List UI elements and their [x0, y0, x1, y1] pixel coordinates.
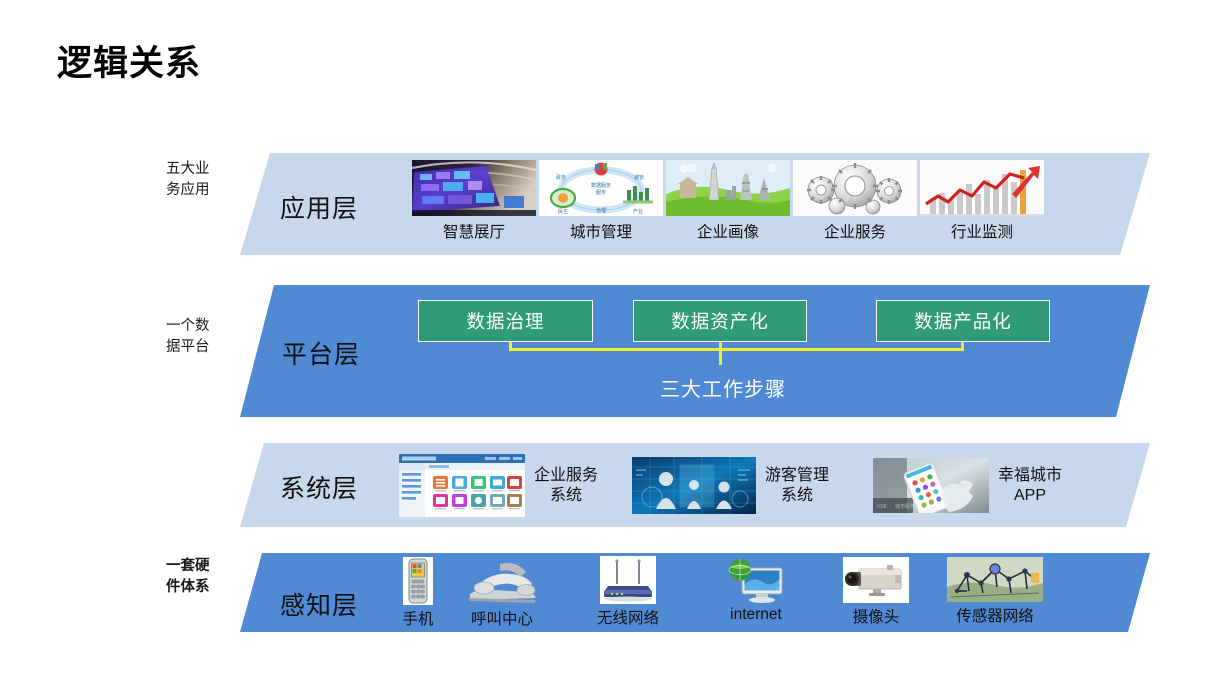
system-item-label: 企业服务 系统: [534, 466, 599, 504]
enterprise-service-dashboard-screenshot: [399, 454, 525, 517]
system-item-happy-city-app[interactable]: IOIE 城市服务 幸福城市 APP: [873, 458, 1062, 513]
mobile-phone-icon: [403, 557, 433, 605]
app-caption: 城市管理: [569, 224, 632, 241]
security-camera-icon: [843, 557, 909, 603]
svg-text:数据服务: 数据服务: [591, 182, 611, 189]
app-item-smart-exhibition-hall[interactable]: 智慧展厅: [412, 160, 536, 242]
system-item-label: 游客管理 系统: [765, 466, 830, 504]
perception-item-internet[interactable]: internet: [710, 556, 802, 624]
system-item-tourist-management[interactable]: 游客管理 系统: [632, 457, 829, 514]
perception-item-mobile-phone[interactable]: 手机: [383, 557, 453, 629]
app-caption: 行业监测: [950, 224, 1013, 241]
internet-globe-monitor-icon: [726, 556, 786, 604]
smart-exhibition-hall-photo: [412, 160, 536, 216]
call-center-headset-icon: [464, 558, 540, 605]
platform-box-label: 数据治理: [466, 311, 545, 332]
connector-stub-left: [509, 342, 512, 350]
connector-stub-right: [961, 342, 964, 350]
side-caption-platform: 一个数 据平台: [166, 318, 210, 356]
perception-item-sensor-network[interactable]: 传感器网络: [940, 557, 1050, 626]
perception-item-label: 手机: [402, 611, 434, 628]
enterprise-profile-illustration: [666, 160, 790, 216]
app-item-enterprise-profile[interactable]: 企业画像: [666, 160, 790, 242]
connector-stub-center: [719, 342, 722, 350]
side-caption-perception: 一套硬 件体系: [166, 558, 210, 596]
perception-item-label: internet: [730, 606, 782, 623]
perception-item-label: 呼叫中心: [470, 611, 533, 628]
app-caption: 企业服务: [823, 224, 886, 241]
svg-text:IOIE: IOIE: [877, 504, 888, 510]
wireless-router-icon: [600, 556, 656, 604]
layer-name-system: 系统层: [280, 475, 359, 503]
city-management-diagram: 数据服务 服务 民生 产业 政务 城管 治理: [539, 160, 663, 216]
app-item-industry-monitoring[interactable]: 行业监测: [920, 160, 1044, 242]
svg-text:产业: 产业: [633, 208, 643, 215]
platform-box-label: 数据产品化: [914, 311, 1012, 332]
platform-box-data-governance[interactable]: 数据治理: [418, 300, 593, 342]
perception-item-wireless-network[interactable]: 无线网络: [582, 556, 674, 628]
svg-text:政务: 政务: [556, 174, 566, 181]
layer-name-perception: 感知层: [280, 592, 359, 620]
connector-center-stem: [719, 348, 722, 365]
system-item-enterprise-service[interactable]: 企业服务 系统: [399, 454, 598, 517]
platform-box-data-assetization[interactable]: 数据资产化: [633, 300, 807, 342]
system-item-label: 幸福城市 APP: [998, 466, 1063, 504]
perception-item-camera[interactable]: 摄像头: [832, 557, 920, 627]
tourist-management-photo: [632, 457, 756, 514]
perception-item-label: 摄像头: [852, 609, 900, 626]
band-perception-layer: 感知层: [240, 553, 1150, 632]
app-item-city-management[interactable]: 数据服务 服务 民生 产业 政务 城管 治理 城市管理: [539, 160, 663, 242]
band-system-layer: 系统层: [240, 443, 1150, 527]
svg-text:城管: 城管: [634, 174, 644, 181]
platform-box-label: 数据资产化: [671, 311, 769, 332]
band-platform-layer: 平台层 数据治理 数据资产化 数据产品化 三大工作步骤: [240, 285, 1150, 417]
layer-name-application: 应用层: [280, 195, 359, 223]
happy-city-app-phone-photo: IOIE 城市服务: [873, 458, 989, 513]
band-application-layer: 应用层: [240, 153, 1150, 255]
platform-box-data-productization[interactable]: 数据产品化: [876, 300, 1050, 342]
platform-steps-label: 三大工作步骤: [660, 379, 786, 401]
sensor-network-icon: [947, 557, 1043, 602]
app-caption: 智慧展厅: [442, 224, 505, 241]
side-caption-application: 五大业 务应用: [166, 161, 210, 199]
perception-item-label: 无线网络: [596, 610, 659, 627]
svg-text:治理: 治理: [596, 207, 606, 214]
app-item-enterprise-service[interactable]: 企业服务: [793, 160, 917, 242]
page-title: 逻辑关系: [57, 44, 202, 83]
svg-text:服务: 服务: [596, 189, 606, 196]
connector-horizontal-bar: [509, 348, 964, 351]
layer-name-platform: 平台层: [282, 341, 361, 369]
svg-text:城市服务: 城市服务: [895, 503, 915, 510]
perception-item-label: 传感器网络: [956, 608, 1034, 625]
perception-item-call-center[interactable]: 呼叫中心: [458, 558, 546, 629]
svg-text:民生: 民生: [558, 208, 568, 215]
gears-photo: [793, 160, 917, 216]
app-caption: 企业画像: [696, 224, 759, 241]
growth-chart-arrow: [920, 160, 1044, 216]
